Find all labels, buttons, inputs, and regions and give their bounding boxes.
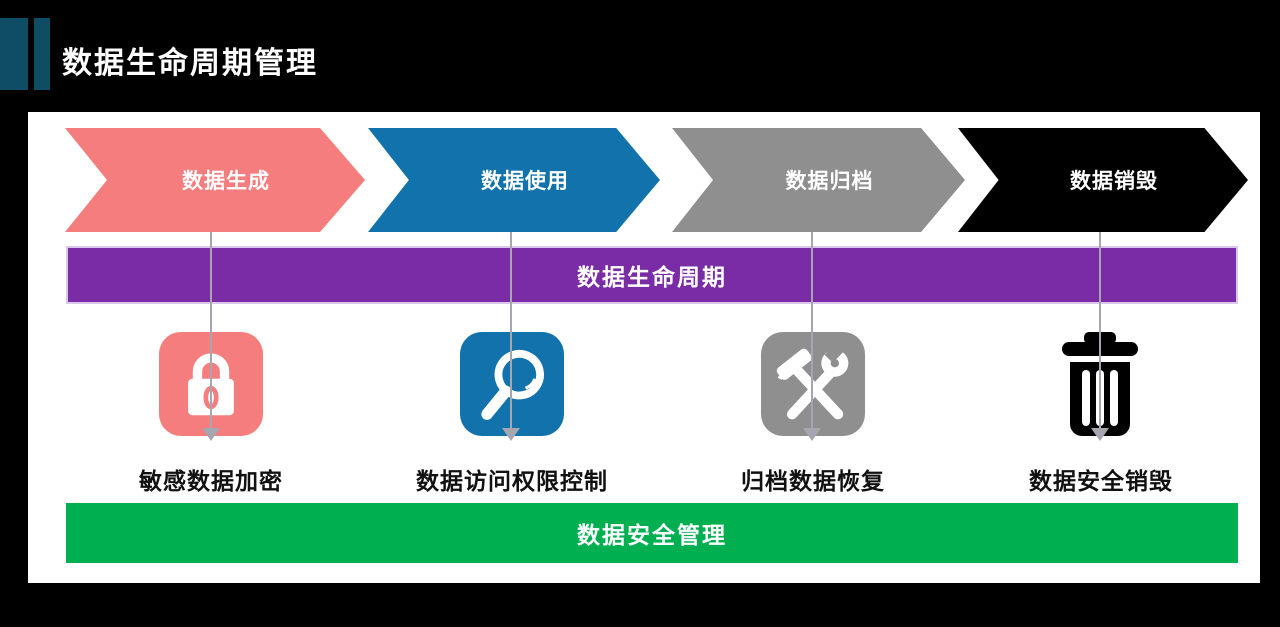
stage-chevron-data-creation: 数据生成 — [65, 128, 365, 232]
measure-label-access-control: 数据访问权限控制 — [416, 468, 608, 494]
stage-label: 数据销毁 — [1070, 170, 1158, 193]
lifecycle-band: 数据生命周期 — [66, 246, 1238, 304]
title-accent-bar-narrow — [34, 18, 50, 90]
page-title: 数据生命周期管理 — [62, 47, 318, 80]
arrow-line — [210, 232, 212, 428]
stage-label: 数据生成 — [182, 170, 270, 193]
arrow-down-icon — [502, 428, 520, 441]
lifecycle-band-label: 数据生命周期 — [577, 264, 727, 290]
tools-icon — [776, 341, 849, 420]
title-accent-bar-wide — [0, 18, 28, 90]
stage-chevron-data-archive: 数据归档 — [672, 128, 965, 232]
stage-chevron-data-destruction: 数据销毁 — [958, 128, 1248, 232]
arrow-line — [811, 232, 813, 428]
stage-chevron-data-usage: 数据使用 — [368, 128, 660, 232]
stage-label: 数据归档 — [785, 170, 874, 193]
magnifier-icon — [481, 349, 544, 420]
arrow-down-icon — [803, 428, 821, 441]
access-control-tile — [460, 332, 564, 436]
arrow-down-icon — [1091, 428, 1109, 441]
measure-label-archive-recovery: 归档数据恢复 — [741, 468, 885, 494]
measure-label-secure-destruction: 数据安全销毁 — [1029, 468, 1173, 494]
arrow-down-icon — [202, 428, 220, 441]
arrow-line — [1099, 232, 1101, 428]
security-band-label: 数据安全管理 — [577, 522, 727, 548]
security-band: 数据安全管理 — [66, 503, 1238, 563]
arrow-line — [510, 232, 512, 428]
measure-label-encryption: 敏感数据加密 — [139, 468, 283, 494]
stage-label: 数据使用 — [481, 170, 569, 193]
archive-recovery-tile — [761, 332, 865, 436]
diagram-panel: 数据生成 数据使用 数据归档 数据销毁 数据生命周期 — [28, 112, 1260, 583]
